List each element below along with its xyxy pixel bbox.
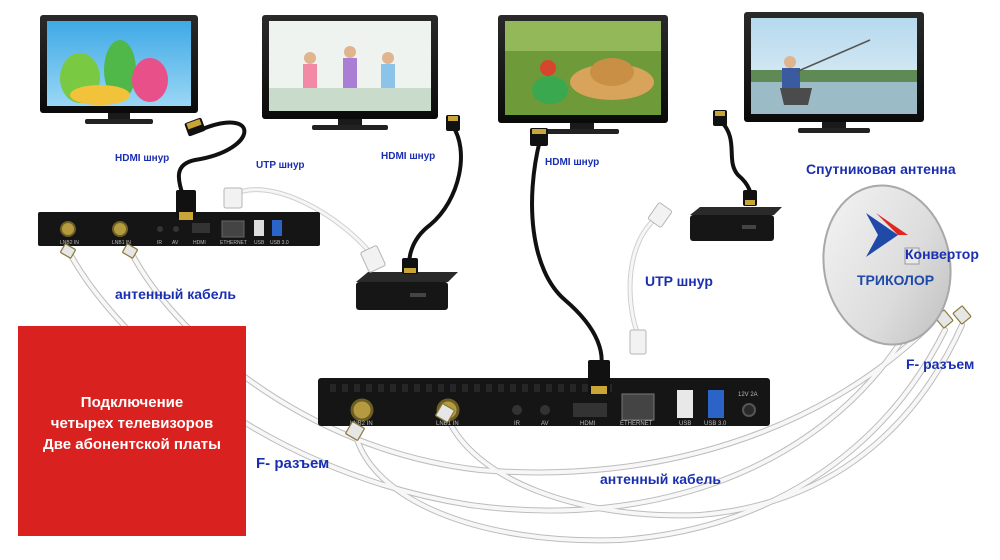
receiver-small-mark: IR bbox=[157, 240, 162, 246]
promo-box: Подключение четырех телевизоров Две абон… bbox=[18, 326, 246, 536]
label-utp-cable-2: UTP шнур bbox=[645, 273, 713, 289]
receiver-large-mark: AV bbox=[541, 421, 549, 427]
label-converter: Конвертор bbox=[905, 246, 979, 262]
receiver-small-mark: AV bbox=[172, 240, 179, 246]
receiver-large-mark: IR bbox=[514, 421, 521, 427]
label-antenna-cable-1: антенный кабель bbox=[115, 286, 236, 302]
label-hdmi-cable-2: HDMI шнур bbox=[381, 151, 436, 162]
promo-line-1: Подключение bbox=[80, 394, 184, 411]
promo-line-3: Две абонентской платы bbox=[43, 436, 221, 453]
receiver-small-mark: LNB1 IN bbox=[112, 240, 131, 246]
hdmi-plug-icons bbox=[176, 110, 757, 394]
tv-3 bbox=[498, 15, 668, 134]
utp-cables bbox=[230, 187, 663, 338]
receiver-large-marks: LNB2 IN LNB1 IN IR AV HDMI ETHERNET USB … bbox=[350, 392, 758, 427]
label-utp-cable-1: UTP шнур bbox=[256, 160, 305, 171]
label-f-connector-2: F- разъем bbox=[256, 455, 330, 472]
label-f-connector-1: F- разъем bbox=[906, 356, 975, 372]
receiver-large-mark: 12V 2A bbox=[738, 392, 758, 398]
receiver-small-mark: ETHERNET bbox=[220, 240, 247, 246]
satellite-dish: ТРИКОЛОР bbox=[822, 184, 952, 346]
receiver-rear-large bbox=[318, 378, 770, 426]
receiver-small-mark: USB 3.0 bbox=[270, 240, 289, 246]
receiver-large-mark: USB bbox=[679, 421, 691, 427]
ethernet-plug-icons bbox=[223, 187, 673, 355]
dish-logo: ТРИКОЛОР bbox=[857, 272, 934, 288]
tv-4 bbox=[744, 12, 924, 133]
hdmi-cables bbox=[176, 118, 753, 374]
receiver-large-mark: LNB2 IN bbox=[350, 421, 373, 427]
client-box-2 bbox=[690, 207, 782, 241]
client-box-1 bbox=[356, 272, 458, 310]
receiver-large-mark: LNB1 IN bbox=[436, 421, 459, 427]
receiver-small-marks: LNB2 IN LNB1 IN IR AV HDMI ETHERNET USB … bbox=[60, 240, 289, 246]
receiver-rear-small bbox=[38, 212, 320, 246]
promo-line-2: четырех телевизоров bbox=[50, 415, 214, 432]
label-antenna-cable-2: антенный кабель bbox=[600, 471, 721, 487]
tv-1 bbox=[40, 15, 198, 124]
receiver-large-mark: USB 3.0 bbox=[704, 421, 727, 427]
receiver-large-mark: ETHERNET bbox=[620, 421, 653, 427]
receiver-large-mark: HDMI bbox=[580, 421, 596, 427]
receiver-small-mark: USB bbox=[254, 240, 265, 246]
promo-text: Подключение четырех телевизоров Две абон… bbox=[18, 392, 246, 455]
label-hdmi-cable-3: HDMI шнур bbox=[545, 157, 600, 168]
label-satellite-antenna: Спутниковая антенна bbox=[806, 161, 956, 177]
tv-2 bbox=[262, 15, 438, 130]
receiver-small-mark: LNB2 IN bbox=[60, 240, 79, 246]
label-hdmi-cable-1: HDMI шнур bbox=[115, 153, 170, 164]
receiver-small-mark: HDMI bbox=[193, 240, 206, 246]
